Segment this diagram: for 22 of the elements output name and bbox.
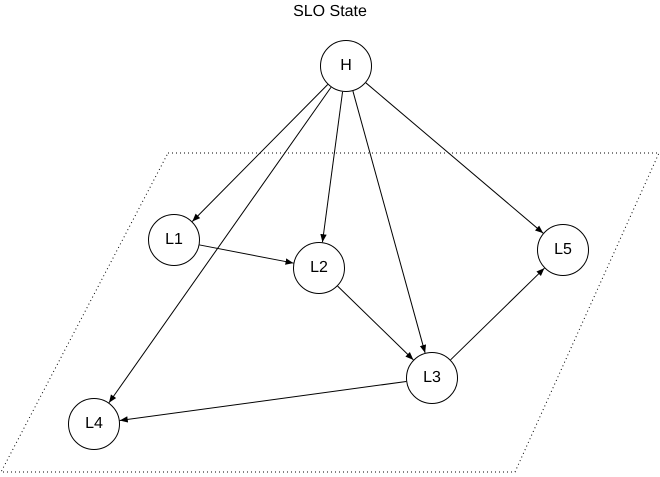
- arrow: [192, 84, 328, 222]
- node-label: L1: [165, 231, 183, 249]
- arrow: [119, 381, 407, 423]
- state-circle: [68, 398, 120, 450]
- arrow: [108, 86, 332, 404]
- arrow: [450, 268, 545, 360]
- arrow: [352, 90, 426, 354]
- node-label: H: [340, 57, 352, 75]
- state-circle: [537, 224, 589, 276]
- node-label: L4: [85, 415, 103, 433]
- arrow: [337, 286, 414, 360]
- node-label: L5: [554, 241, 572, 259]
- diagram-title: SLO State: [292, 3, 368, 21]
- state-circle: [293, 242, 345, 294]
- arrow: [199, 244, 294, 265]
- state-circle: [148, 214, 200, 266]
- node-label: L3: [423, 369, 441, 387]
- arrow: [365, 82, 544, 234]
- state-circle: [320, 40, 372, 92]
- state-circle: [406, 352, 458, 404]
- node-label: L2: [310, 259, 328, 277]
- arrow: [320, 91, 344, 243]
